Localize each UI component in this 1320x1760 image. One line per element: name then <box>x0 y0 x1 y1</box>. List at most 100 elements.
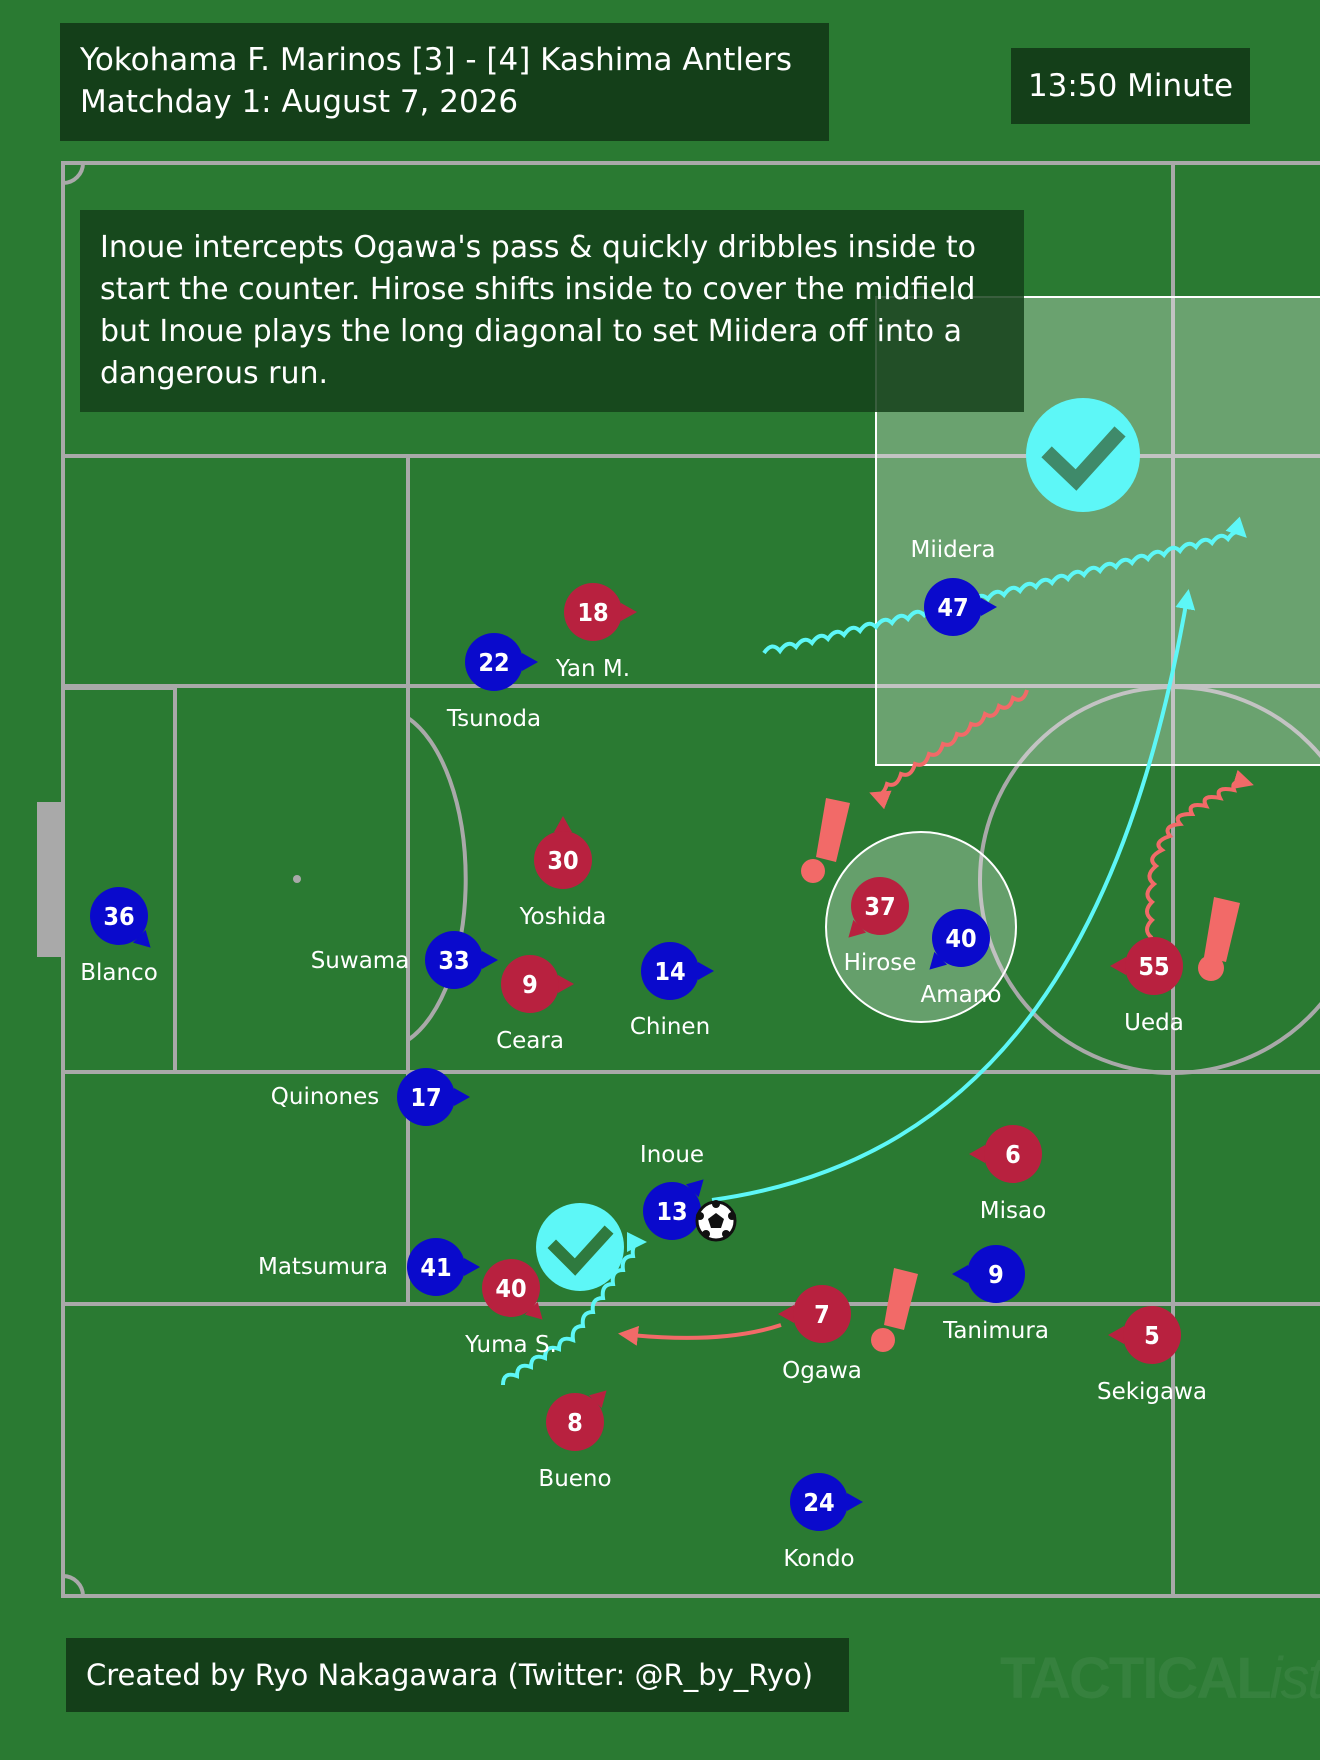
player-number: 9 <box>988 1260 1004 1289</box>
player-number: 30 <box>547 846 578 875</box>
player-number: 41 <box>420 1253 451 1282</box>
player-name-label: Sekigawa <box>1097 1379 1207 1405</box>
player-name-label: Ceara <box>496 1028 564 1054</box>
facing-indicator <box>981 598 997 616</box>
player-marker <box>425 931 483 989</box>
player-number: 55 <box>1138 952 1169 981</box>
facing-indicator <box>524 1301 543 1320</box>
facing-indicator <box>558 975 574 993</box>
player-marker <box>641 942 699 1000</box>
facing-indicator <box>588 1390 607 1409</box>
player-number: 6 <box>1005 1140 1021 1169</box>
facing-indicator <box>929 951 948 970</box>
player-number: 5 <box>1144 1321 1160 1350</box>
match-score: Yokohama F. Marinos [3] - [4] Kashima An… <box>80 42 792 78</box>
player-number: 18 <box>577 598 608 627</box>
miidera-run-arrow <box>762 516 1247 655</box>
facing-indicator <box>482 951 498 969</box>
facing-indicator <box>1110 957 1126 975</box>
player-marker <box>407 1238 465 1296</box>
player-name-label: Ueda <box>1124 1010 1184 1036</box>
inoue-dribble-arrow <box>501 1232 647 1386</box>
facing-indicator <box>554 816 572 832</box>
facing-indicator <box>778 1305 794 1323</box>
player-marker <box>546 1393 604 1451</box>
player-number: 14 <box>654 957 685 986</box>
soccer-ball-icon <box>695 1200 737 1242</box>
player-name-label: Chinen <box>630 1014 710 1040</box>
exclamation-icon <box>801 798 850 883</box>
player-name-label: Kondo <box>783 1546 854 1572</box>
player-name-label: Yuma S. <box>464 1332 557 1358</box>
player-number: 8 <box>567 1408 583 1437</box>
ueda-run-arrow <box>1145 769 1254 940</box>
player-number: 40 <box>945 924 976 953</box>
player-marker <box>793 1285 851 1343</box>
player-marker <box>932 909 990 967</box>
inoue-diagonal-pass-arrow <box>711 589 1196 1202</box>
facing-indicator <box>1108 1326 1124 1344</box>
penalty-spot <box>293 875 301 883</box>
exclamation-icon <box>871 1268 918 1352</box>
player-marker <box>967 1245 1025 1303</box>
player-name-label: Ogawa <box>782 1358 862 1384</box>
tacticalista-watermark: TACTICALista <box>1000 1646 1320 1711</box>
player-number: 33 <box>438 946 469 975</box>
player-name-label: Blanco <box>80 960 158 986</box>
player-marker <box>1123 1306 1181 1364</box>
blue-player-quinones: 17 Quinones <box>271 1068 470 1126</box>
facing-indicator <box>685 1179 704 1198</box>
player-marker <box>790 1473 848 1531</box>
player-marker <box>564 583 622 641</box>
player-marker <box>397 1068 455 1126</box>
facing-indicator <box>969 1145 985 1163</box>
facing-indicator <box>454 1088 470 1106</box>
player-number: 24 <box>803 1488 834 1517</box>
player-marker <box>851 877 909 935</box>
player-name-label: Amano <box>921 982 1002 1008</box>
player-name-label: Miidera <box>911 537 996 563</box>
facing-indicator <box>848 919 867 938</box>
player-marker <box>924 578 982 636</box>
player-name-label: Matsumura <box>258 1254 388 1280</box>
facing-indicator <box>464 1258 480 1276</box>
player-name-label: Misao <box>980 1198 1046 1224</box>
player-marker <box>643 1182 701 1240</box>
player-number: 37 <box>864 892 895 921</box>
player-name-label: Quinones <box>271 1084 379 1110</box>
player-marker <box>1125 937 1183 995</box>
credit-footer: Created by Ryo Nakagawara (Twitter: @R_b… <box>66 1638 849 1712</box>
facing-indicator <box>621 603 637 621</box>
player-number: 22 <box>478 648 509 677</box>
player-name-label: Yoshida <box>519 904 607 930</box>
facing-indicator <box>132 929 151 948</box>
player-marker <box>482 1259 540 1317</box>
match-minute: 13:50 Minute <box>1011 48 1250 124</box>
player-number: 36 <box>103 902 134 931</box>
check-icon <box>1026 398 1140 512</box>
facing-indicator <box>522 653 538 671</box>
player-marker <box>501 955 559 1013</box>
facing-indicator <box>698 962 714 980</box>
player-number: 17 <box>410 1083 441 1112</box>
check-icon <box>536 1203 624 1291</box>
player-number: 9 <box>522 970 538 999</box>
hirose-shift-arrow <box>869 689 1029 810</box>
